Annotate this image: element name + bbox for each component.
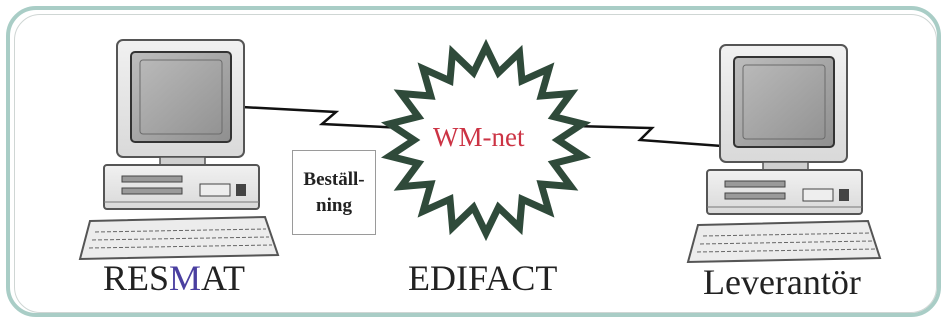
node-label-left-part1: RES <box>103 258 170 298</box>
node-label-right: Leverantör <box>703 262 861 302</box>
node-label-left: RESMAT <box>103 260 245 296</box>
link-left <box>241 105 405 130</box>
link-right <box>573 124 723 148</box>
network-label: WM-net <box>433 122 525 152</box>
inner-frame <box>14 14 937 313</box>
computer-left-icon <box>78 39 280 261</box>
order-message-line2: ning <box>316 194 352 216</box>
order-message-box: Beställ- ning <box>292 150 376 235</box>
network-star-icon <box>380 38 592 242</box>
node-label-left-part3: AT <box>201 258 246 298</box>
node-label-left-part2: M <box>169 258 202 298</box>
network-standard-label: EDIFACT <box>408 258 558 298</box>
order-message-line1: Beställ- <box>303 168 365 190</box>
computer-right-icon <box>686 44 882 264</box>
